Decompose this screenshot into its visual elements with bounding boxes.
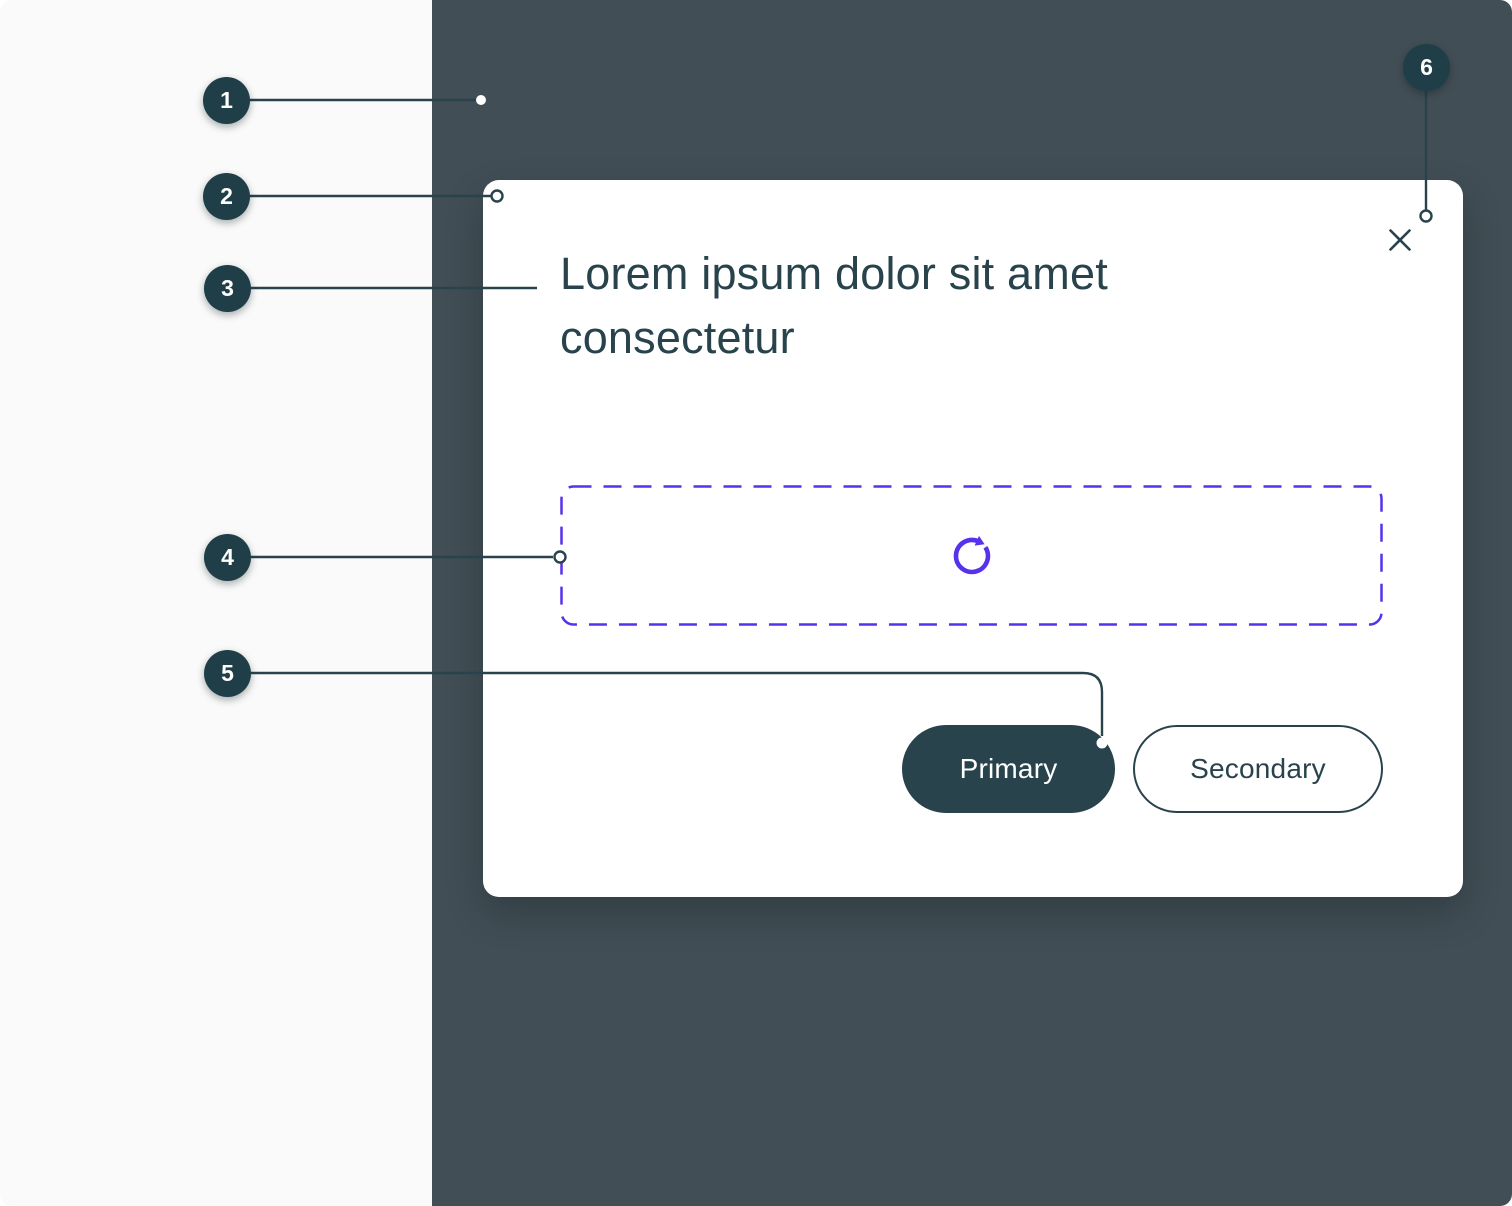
close-icon <box>1386 226 1414 254</box>
callout-badge-2: 2 <box>203 173 250 220</box>
callout-badge-3: 3 <box>204 265 251 312</box>
callout-badge-1: 1 <box>203 77 250 124</box>
callout-badge-4: 4 <box>204 534 251 581</box>
dialog-title: Lorem ipsum dolor sit amet consectetur <box>560 248 1108 363</box>
dialog-modal: Lorem ipsum dolor sit amet consectetur P… <box>483 180 1463 897</box>
content-placeholder-slot <box>560 485 1383 626</box>
dashed-slot-border <box>560 485 1383 626</box>
refresh-icon <box>949 533 995 579</box>
close-button[interactable] <box>1385 225 1415 255</box>
primary-button[interactable]: Primary <box>902 725 1115 813</box>
callout-badge-5: 5 <box>204 650 251 697</box>
callout-badge-6: 6 <box>1403 44 1450 91</box>
secondary-button[interactable]: Secondary <box>1133 725 1383 813</box>
